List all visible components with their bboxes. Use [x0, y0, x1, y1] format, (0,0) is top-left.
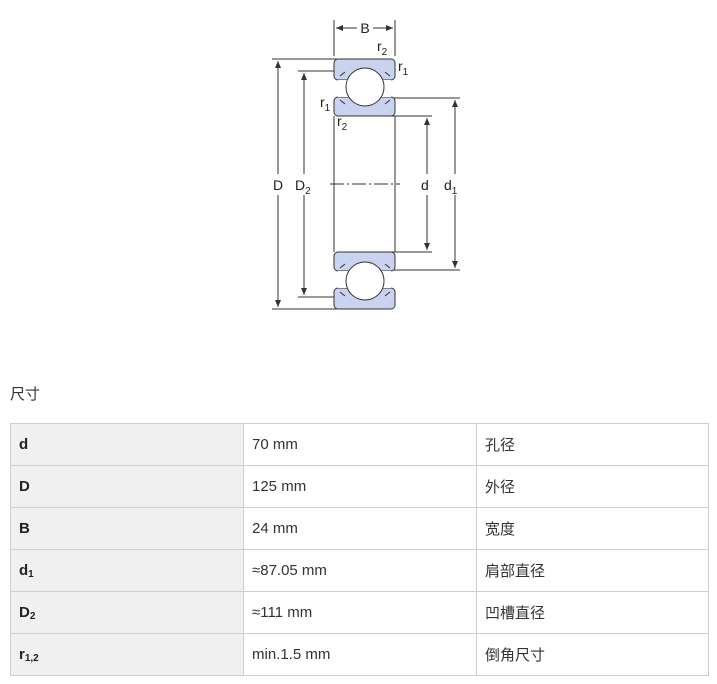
table-row: D 125 mm 外径	[10, 465, 709, 508]
symbol-cell: B	[10, 507, 244, 550]
symbol-cell: r1,2	[10, 633, 244, 676]
symbol-cell: D	[10, 465, 244, 508]
table-row: d1 ≈87.05 mm 肩部直径	[10, 549, 709, 592]
description-cell: 外径	[476, 465, 709, 508]
dim-B	[333, 20, 396, 56]
value-cell: 70 mm	[243, 423, 477, 466]
value-cell: min.1.5 mm	[243, 633, 477, 676]
bearing-drawing: B r2 r1 r1 r2 D D2 d d1	[272, 20, 460, 310]
dimensions-table: d 70 mm 孔径 D 125 mm 外径 B 24 mm 宽度 d1 ≈87…	[10, 423, 709, 676]
bearing-section-bottom	[333, 251, 396, 310]
label-D: D	[273, 177, 283, 193]
table-row: r1,2 min.1.5 mm 倒角尺寸	[10, 633, 709, 676]
description-cell: 肩部直径	[476, 549, 709, 592]
label-d: d	[421, 177, 429, 193]
value-cell: ≈111 mm	[243, 591, 477, 634]
description-cell: 凹槽直径	[476, 591, 709, 634]
label-r2-left: r2	[337, 113, 348, 133]
table-row: B 24 mm 宽度	[10, 507, 709, 550]
label-d1: d1	[444, 177, 458, 197]
table-row: D2 ≈111 mm 凹槽直径	[10, 591, 709, 634]
label-D2: D2	[295, 177, 311, 197]
value-cell: 125 mm	[243, 465, 477, 508]
extension-lines	[272, 58, 460, 310]
symbol-cell: d	[10, 423, 244, 466]
label-B: B	[360, 20, 369, 36]
symbol-cell: D2	[10, 591, 244, 634]
description-cell: 孔径	[476, 423, 709, 466]
label-r1-top: r1	[398, 58, 409, 78]
description-cell: 倒角尺寸	[476, 633, 709, 676]
label-r2-top: r2	[377, 38, 388, 58]
value-cell: 24 mm	[243, 507, 477, 550]
symbol-cell: d1	[10, 549, 244, 592]
value-cell: ≈87.05 mm	[243, 549, 477, 592]
section-title: 尺寸	[10, 386, 41, 403]
description-cell: 宽度	[476, 507, 709, 550]
bearing-body	[330, 116, 400, 252]
label-r1-left: r1	[320, 94, 331, 114]
bearing-section-top	[333, 58, 396, 117]
table-row: d 70 mm 孔径	[10, 423, 709, 466]
